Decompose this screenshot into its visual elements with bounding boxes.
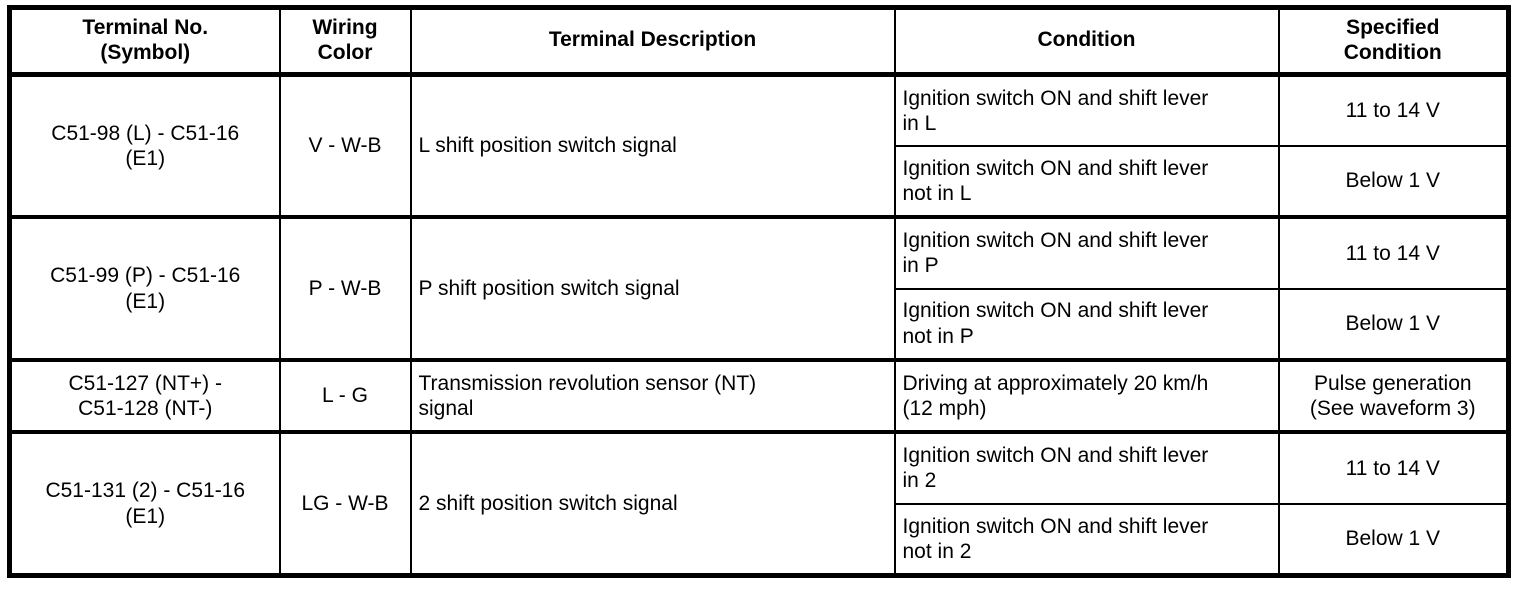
condition-line-1: Ignition switch ON and shift lever [902,86,1209,110]
table-row: Ignition switch ON and shift lever not i… [10,287,1509,360]
specified-line-2: (See waveform 3) [1309,397,1476,421]
condition-line-1: Ignition switch ON and shift lever [902,444,1209,468]
cell-specified-condition: Pulse generation (See waveform 3) [1278,357,1509,433]
cell-terminal-description: 2 shift position switch signal [410,430,896,576]
terminal-no-line-2: (E1) [125,289,166,313]
condition-line-1: Ignition switch ON and shift lever [902,229,1209,253]
table-row: C51-99 (P) - C51-16 (E1) P - W-B P shift… [9,215,1509,360]
header-line-1: Terminal No. [82,16,209,39]
header-line-1: Terminal Description [548,28,757,52]
condition-line-1: Ignition switch ON and shift lever [902,156,1209,180]
cell-condition: Ignition switch ON and shift lever in L [894,74,1280,146]
cell-terminal-description: L shift position switch signal [410,74,896,218]
table-row: C51-127 (NT+) - C51-128 (NT-) L - G Tran… [9,357,1509,433]
cell-condition: Ignition switch ON and shift lever in P [894,215,1280,289]
table-row: Ignition switch ON and shift lever not i… [10,144,1509,218]
condition-line-2: not in P [902,324,974,348]
condition-line-2: (12 mph) [902,397,987,421]
header-line-2: (Symbol) [100,40,191,64]
cell-specified-condition: Below 1 V [1278,287,1509,360]
header-line-2: Condition [1343,40,1442,64]
terminal-no-line-1: C51-99 (P) - C51-16 [50,264,241,288]
cell-specified-condition: 11 to 14 V [1278,215,1509,289]
column-header-terminal-no: Terminal No. (Symbol) [9,7,281,77]
header-line-1: Specified [1346,16,1440,39]
cell-specified-condition: 11 to 14 V [1278,430,1509,504]
header-row: Terminal No. (Symbol) Wiring Color Termi… [9,7,1509,77]
table-row: C51-131 (2) - C51-16 (E1) LG - W-B 2 shi… [9,430,1509,576]
cell-specified-condition: Below 1 V [1278,144,1509,218]
terminal-no-line-1: C51-98 (L) - C51-16 [51,121,240,145]
cell-condition: Ignition switch ON and shift lever in 2 [894,430,1280,504]
terminal-no-line-2: C51-128 (NT-) [78,397,213,421]
specified-line-1: Pulse generation [1313,371,1472,395]
cell-terminal-no: C51-131 (2) - C51-16 (E1) [9,430,281,576]
cell-terminal-no: C51-99 (P) - C51-16 (E1) [9,215,281,360]
cell-wiring-color: LG - W-B [279,430,412,576]
terminal-specification-table: Terminal No. (Symbol) Wiring Color Termi… [7,5,1511,578]
condition-line-1: Ignition switch ON and shift lever [902,299,1209,323]
condition-line-1: Ignition switch ON and shift lever [902,514,1209,538]
description-line-2: signal [418,397,474,421]
condition-line-2: in L [902,111,937,135]
cell-condition: Ignition switch ON and shift lever not i… [894,287,1280,360]
table-header: Terminal No. (Symbol) Wiring Color Termi… [9,7,1509,77]
cell-specified-condition: Below 1 V [1278,502,1509,576]
cell-terminal-no: C51-98 (L) - C51-16 (E1) [9,74,281,218]
condition-line-2: in P [902,254,939,278]
cell-terminal-no: C51-127 (NT+) - C51-128 (NT-) [9,357,281,433]
table-body: C51-98 (L) - C51-16 (E1) V - W-B L shift… [9,74,1509,576]
table-row: C51-98 (L) - C51-16 (E1) V - W-B L shift… [9,74,1509,218]
header-line-1: Wiring [312,16,378,39]
terminal-specification-table-wrapper: Terminal No. (Symbol) Wiring Color Termi… [7,5,1511,578]
terminal-no-line-1: C51-131 (2) - C51-16 [45,479,246,503]
condition-line-2: not in L [902,182,972,206]
cell-condition: Driving at approximately 20 km/h (12 mph… [894,357,1280,433]
cell-wiring-color: V - W-B [279,74,412,218]
table-row: Ignition switch ON and shift lever not i… [10,502,1509,576]
condition-line-2: in 2 [902,469,937,493]
cell-wiring-color: P - W-B [279,215,412,360]
column-header-wiring-color: Wiring Color [279,7,412,77]
cell-condition: Ignition switch ON and shift lever not i… [894,144,1280,218]
column-header-condition: Condition [894,7,1280,77]
cell-terminal-description: P shift position switch signal [410,215,896,360]
column-header-specified-condition: Specified Condition [1278,7,1509,77]
cell-condition: Ignition switch ON and shift lever not i… [894,502,1280,576]
condition-line-1: Driving at approximately 20 km/h [902,371,1209,395]
condition-line-2: not in 2 [902,539,972,563]
header-line-2: Color [317,40,373,64]
header-line-1: Condition [1037,28,1136,52]
cell-terminal-description: Transmission revolution sensor (NT) sign… [410,357,896,433]
cell-specified-condition: 11 to 14 V [1345,99,1440,123]
cell-wiring-color: L - G [279,357,412,433]
terminal-no-line-1: C51-127 (NT+) - [68,371,222,395]
terminal-no-line-2: (E1) [125,146,166,170]
description-line-1: Transmission revolution sensor (NT) [418,371,757,395]
terminal-no-line-2: (E1) [125,504,166,528]
column-header-terminal-description: Terminal Description [410,7,896,77]
